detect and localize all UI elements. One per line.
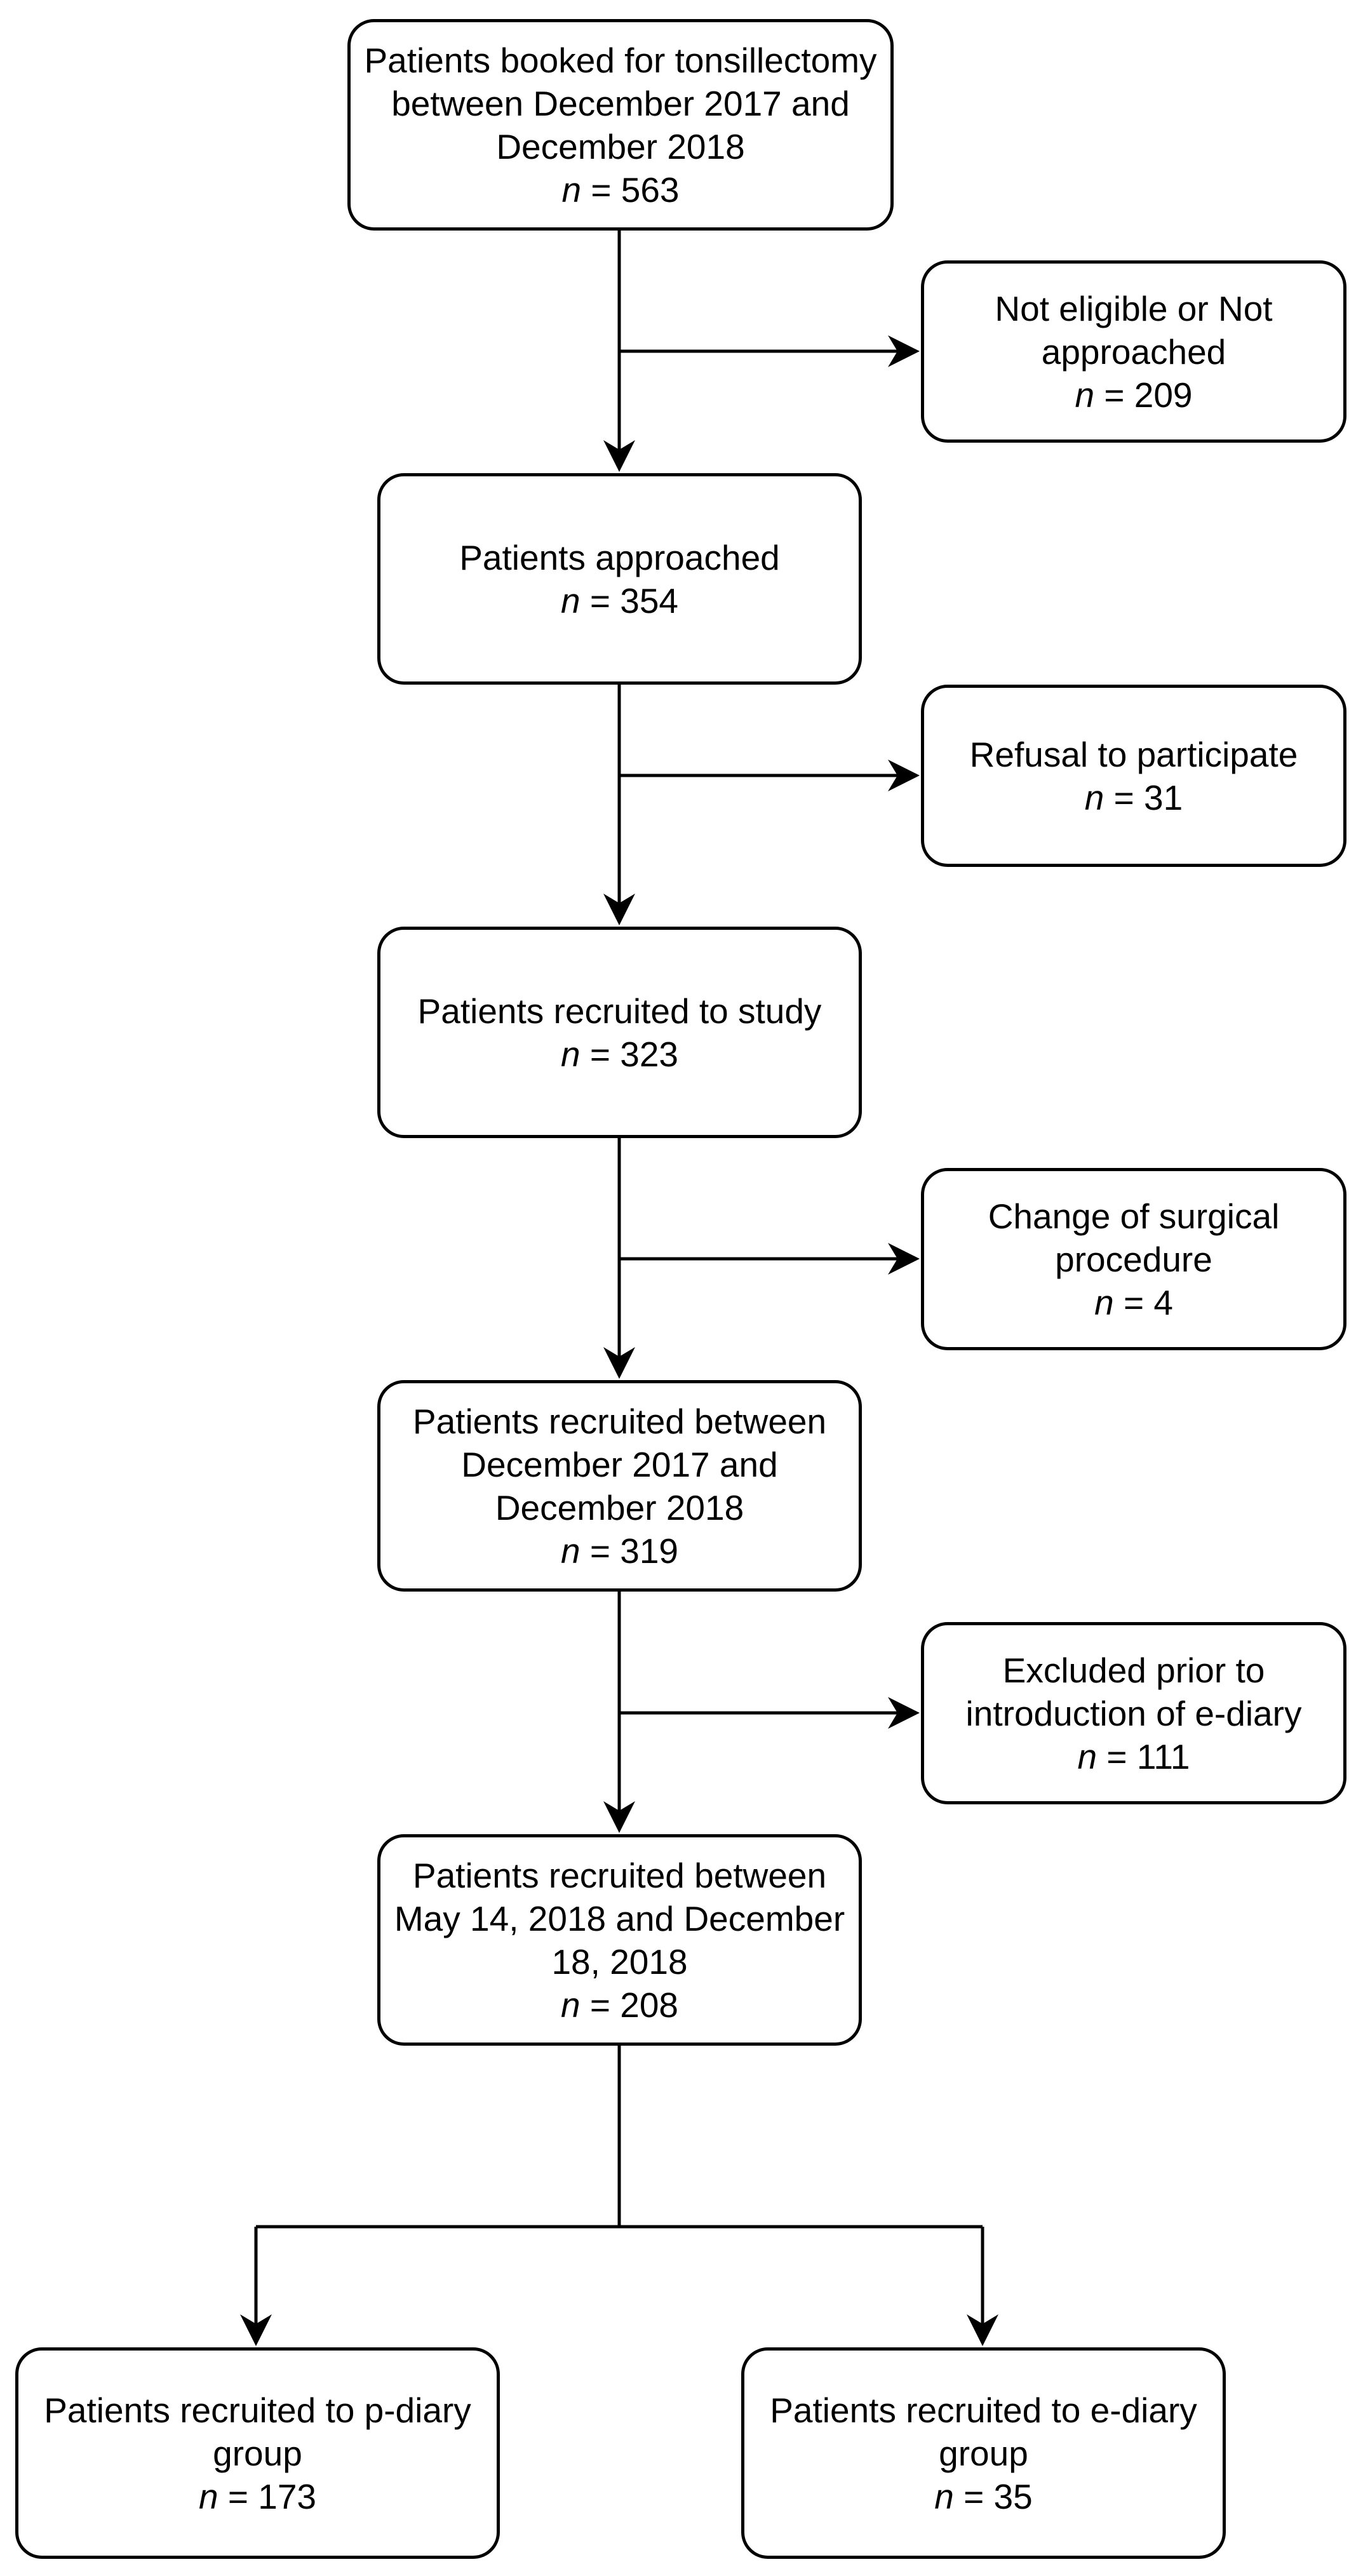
box-refusal-line-1: Refusal to participate [969,734,1298,774]
box-booked-line-1: Patients booked for tonsillectomy [364,40,877,80]
box-recruited: Patients recruited to study n = 323 [377,927,862,1138]
box-approached-line-1: Patients approached [459,537,780,577]
box-recruited-may-line-1: Patients recruited between [412,1855,827,1895]
box-recruited-may-line-2: May 14, 2018 and December [394,1898,845,1938]
box-booked-line-2: between December 2017 and [391,83,850,123]
box-change-procedure-line-1: Change of surgical [988,1196,1280,1236]
box-excluded-prior: Excluded prior to introduction of e-diar… [921,1622,1346,1804]
box-recruited-count: n = 323 [560,1034,679,1074]
box-recruited-may-line-3: 18, 2018 [551,1942,688,1982]
box-booked: Patients booked for tonsillectomy betwee… [347,19,894,231]
box-approached-count: n = 354 [560,580,679,621]
box-p-diary-line-2: group [213,2433,302,2473]
box-recruited-line-1: Patients recruited to study [417,991,822,1031]
box-not-eligible-count: n = 209 [1075,375,1193,415]
box-change-procedure-line-2: procedure [1055,1239,1212,1279]
box-p-diary-count: n = 173 [198,2476,317,2516]
box-p-diary: Patients recruited to p-diary group n = … [15,2347,500,2559]
box-recruited-period: Patients recruited between December 2017… [377,1380,862,1592]
box-refusal: Refusal to participate n = 31 [921,685,1346,867]
box-booked-line-3: December 2018 [496,126,745,166]
box-not-eligible-line-1: Not eligible or Not [995,288,1273,328]
box-e-diary-line-1: Patients recruited to e-diary [770,2390,1197,2430]
box-recruited-may-count: n = 208 [560,1985,679,2025]
box-excluded-prior-line-2: introduction of e-diary [965,1693,1302,1733]
box-approached: Patients approached n = 354 [377,473,862,685]
box-change-procedure-count: n = 4 [1094,1282,1173,1322]
box-recruited-period-count: n = 319 [560,1531,679,1571]
box-excluded-prior-count: n = 111 [1077,1736,1190,1776]
box-p-diary-line-1: Patients recruited to p-diary [44,2390,471,2430]
box-change-procedure: Change of surgical procedure n = 4 [921,1168,1346,1350]
box-not-eligible-line-2: approached [1041,332,1226,372]
box-booked-count: n = 563 [561,170,680,210]
box-recruited-period-line-1: Patients recruited between [412,1401,827,1441]
box-e-diary: Patients recruited to e-diary group n = … [741,2347,1226,2559]
box-refusal-count: n = 31 [1084,777,1183,817]
box-recruited-period-line-3: December 2018 [495,1487,744,1527]
box-e-diary-count: n = 35 [934,2476,1033,2516]
box-e-diary-line-2: group [939,2433,1028,2473]
box-not-eligible: Not eligible or Not approached n = 209 [921,260,1346,443]
box-excluded-prior-line-1: Excluded prior to [1002,1650,1265,1690]
box-recruited-may: Patients recruited between May 14, 2018 … [377,1834,862,2046]
box-recruited-period-line-2: December 2017 and [461,1444,778,1484]
